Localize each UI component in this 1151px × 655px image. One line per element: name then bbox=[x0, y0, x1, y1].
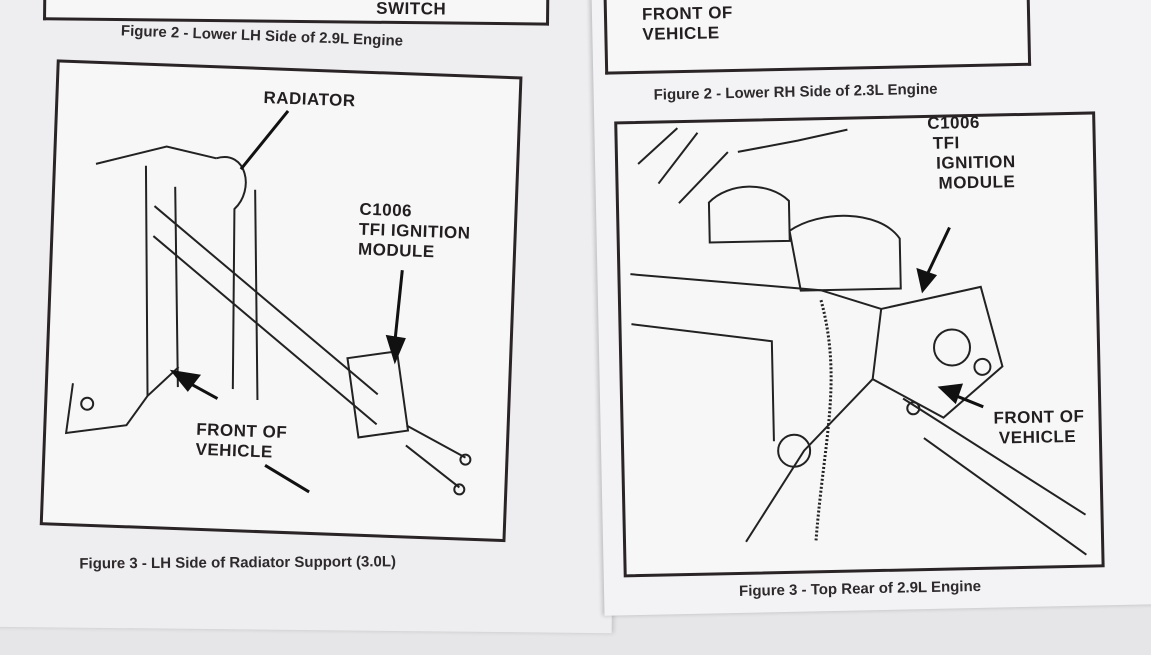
left-manual-page: SWITCH Figure 2 - Lower LH Side of 2.9L … bbox=[39, 0, 550, 573]
partial-vehicle-label: VEHICLE bbox=[642, 23, 720, 44]
ignition-label: IGNITION bbox=[935, 152, 1016, 173]
figure3-caption-right: Figure 3 - Top Rear of 2.9L Engine bbox=[738, 577, 982, 600]
figure2-frame-left: SWITCH bbox=[43, 0, 550, 26]
figure2-frame-right: FRONT OF VEHICLE bbox=[603, 0, 1032, 75]
c1006-label-right: C1006 bbox=[927, 112, 981, 133]
radiator-label: RADIATOR bbox=[263, 88, 356, 111]
figure2-caption-left: Figure 2 - Lower LH Side of 2.9L Engine bbox=[120, 22, 404, 50]
vehicle-label-right: VEHICLE bbox=[998, 426, 1077, 448]
c1006-label: C1006 bbox=[359, 199, 413, 221]
partial-front-of-label: FRONT OF bbox=[641, 2, 734, 24]
partial-switch-label: SWITCH bbox=[376, 0, 447, 19]
front-of-label-right: FRONT OF bbox=[993, 406, 1085, 428]
tfi-label: TFI bbox=[932, 133, 960, 153]
radiator-support-diagram bbox=[64, 109, 472, 496]
engine-top-rear-diagram bbox=[630, 127, 1087, 556]
vehicle-label: VEHICLE bbox=[195, 439, 274, 462]
figure3-caption-left: Figure 3 - LH Side of Radiator Support (… bbox=[79, 553, 397, 573]
figure3-frame-right: C1006 TFI IGNITION MODULE FRONT OF VEHIC… bbox=[614, 111, 1105, 578]
module-label-right: MODULE bbox=[938, 172, 1016, 193]
right-manual-page: FRONT OF VEHICLE Figure 2 - Lower RH Sid… bbox=[591, 0, 1151, 616]
figure3-frame-left: RADIATOR C1006 TFI IGNITION MODULE FRONT… bbox=[39, 59, 523, 543]
module-label: MODULE bbox=[357, 239, 436, 262]
figure2-caption-right: Figure 2 - Lower RH Side of 2.3L Engine bbox=[653, 80, 938, 104]
